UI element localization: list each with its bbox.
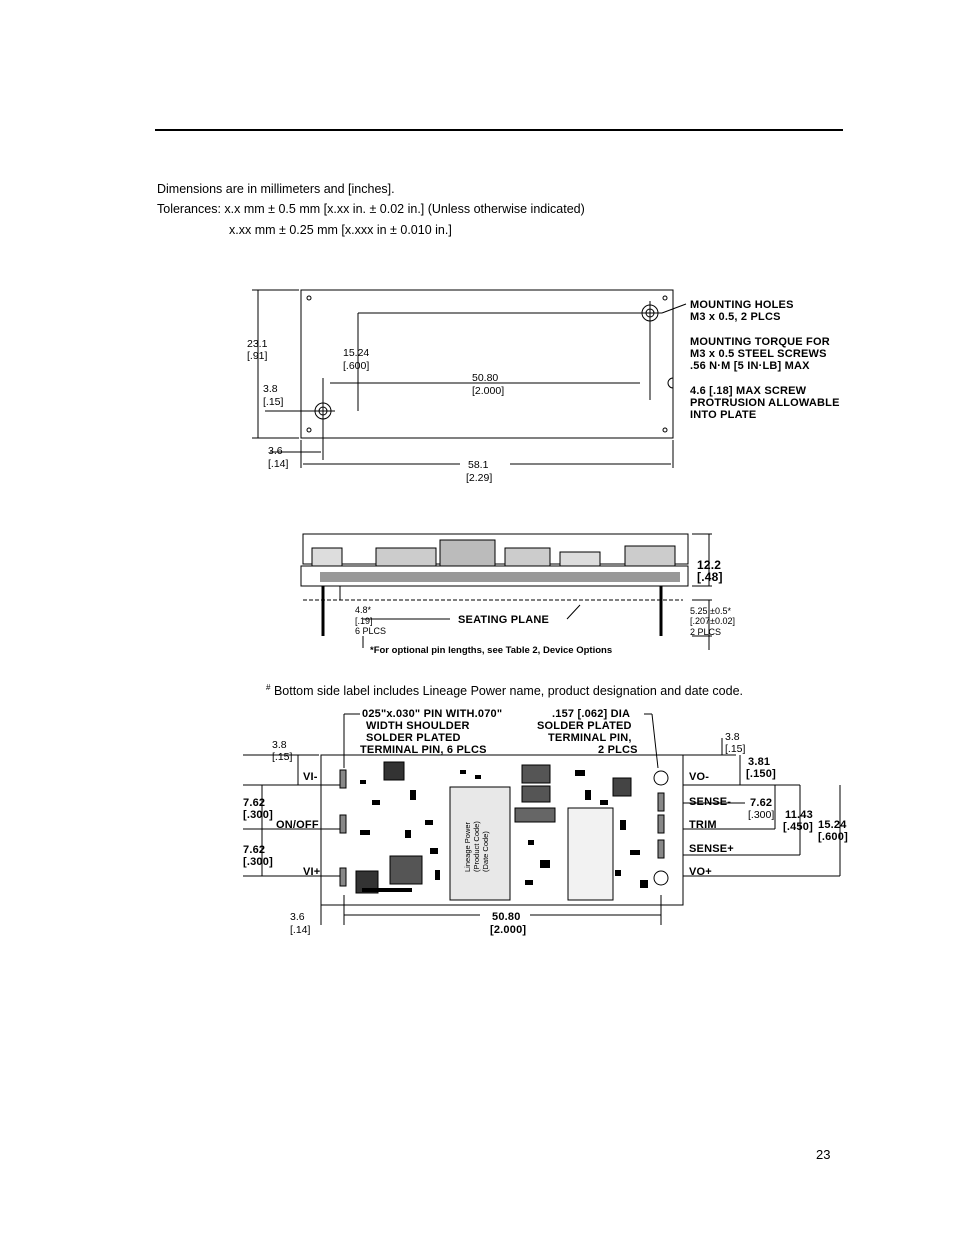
left-dim-3: 7.62 bbox=[243, 844, 265, 856]
pin-label-vo-plus: VO+ bbox=[689, 866, 712, 878]
pin-label-vi-plus: VI+ bbox=[303, 866, 320, 878]
bottom-label-note: # Bottom side label includes Lineage Pow… bbox=[266, 683, 743, 698]
dim-5-25: 5.25 ±0.5* bbox=[690, 606, 731, 616]
torque-note-line: .56 N·M [5 IN·LB] MAX bbox=[690, 360, 810, 372]
dim-3-8-in: [.15] bbox=[263, 396, 284, 408]
right-dim-5-in: [.600] bbox=[818, 831, 848, 843]
pin-icon bbox=[339, 867, 347, 887]
dim-15-24-in: [.600] bbox=[343, 360, 369, 372]
mount-note-line: MOUNTING HOLES bbox=[690, 299, 794, 311]
left-dim-2-in: [.300] bbox=[243, 809, 273, 821]
right-dim-1-in: [.15] bbox=[725, 743, 746, 755]
pin-icon bbox=[339, 814, 347, 834]
right-dim-3: 7.62 bbox=[750, 797, 772, 809]
pin-icon bbox=[657, 839, 665, 859]
torque-note-line: M3 x 0.5 STEEL SCREWS bbox=[690, 348, 827, 360]
label-line: (Product Code) bbox=[472, 821, 481, 872]
side-view-drawing bbox=[300, 533, 712, 650]
bottom-view-drawing bbox=[243, 713, 841, 925]
dim-4-8-in: [.19] bbox=[355, 616, 373, 626]
dim-12-2-in: [.48] bbox=[697, 570, 723, 584]
dim-3-6-in: [.14] bbox=[268, 458, 289, 470]
right-dim-3-in: [.300] bbox=[748, 809, 774, 821]
pin-note-left-line: TERMINAL PIN, 6 PLCS bbox=[360, 744, 487, 756]
label-line: Lineage Power bbox=[463, 821, 472, 872]
dim-5-25-plcs: 2 PLCS bbox=[690, 627, 721, 637]
dim-4-8-plcs: 6 PLCS bbox=[355, 626, 386, 636]
screw-note-line: PROTRUSION ALLOWABLE bbox=[690, 397, 840, 409]
pin-label-vi-minus: VI- bbox=[303, 771, 318, 783]
screw-note-line: INTO PLATE bbox=[690, 409, 756, 421]
product-label bbox=[449, 786, 511, 901]
dimensions-note: Dimensions are in millimeters and [inche… bbox=[157, 182, 395, 196]
left-dim-3-in: [.300] bbox=[243, 856, 273, 868]
bottom-dim-1: 3.6 bbox=[290, 911, 305, 923]
dim-50-80: 50.80 bbox=[472, 372, 498, 384]
dim-4-8: 4.8* bbox=[355, 605, 372, 615]
right-dim-5: 15.24 bbox=[818, 819, 847, 831]
header-rule bbox=[155, 129, 843, 131]
pin-note-left-line: SOLDER PLATED bbox=[366, 732, 461, 744]
bottom-dim-2-in: [2.000] bbox=[490, 924, 526, 936]
dim-3-6: 3.6 bbox=[268, 445, 283, 457]
dim-58-1: 58.1 bbox=[468, 459, 489, 471]
torque-note-line: MOUNTING TORQUE FOR bbox=[690, 336, 830, 348]
pin-note-left-line: 025"x.030" PIN WITH.070" bbox=[362, 708, 502, 720]
dim-5-25-in: [.207±0.02] bbox=[690, 616, 735, 626]
pin-label-on-off: ON/OFF bbox=[276, 819, 319, 831]
pin-icon bbox=[657, 814, 665, 834]
left-dim-2: 7.62 bbox=[243, 797, 265, 809]
pin-length-footnote: *For optional pin lengths, see Table 2, … bbox=[370, 645, 612, 656]
dim-58-1-in: [2.29] bbox=[466, 472, 492, 484]
pin-icon bbox=[653, 770, 669, 786]
dim-12-2: 12.2 bbox=[697, 558, 721, 572]
note-superscript: # bbox=[266, 683, 271, 692]
bottom-label-note-text: Bottom side label includes Lineage Power… bbox=[273, 684, 743, 699]
right-dim-1: 3.8 bbox=[725, 731, 740, 743]
top-view-drawing bbox=[252, 289, 687, 468]
right-dim-4: 11.43 bbox=[785, 809, 813, 821]
right-dim-2-in: [.150] bbox=[746, 768, 776, 780]
right-dim-4-in: [.450] bbox=[783, 821, 813, 833]
dim-3-8: 3.8 bbox=[263, 383, 278, 395]
left-dim-1: 3.8 bbox=[272, 739, 287, 751]
pin-note-left-line: WIDTH SHOULDER bbox=[366, 720, 470, 732]
left-dim-1-in: [.15] bbox=[272, 751, 293, 763]
seating-plane-label: SEATING PLANE bbox=[458, 614, 549, 626]
pin-label-vo-minus: VO- bbox=[689, 771, 709, 783]
pin-icon bbox=[657, 792, 665, 812]
dim-23-1-in: [.91] bbox=[247, 350, 268, 362]
mount-note-line: M3 x 0.5, 2 PLCS bbox=[690, 311, 781, 323]
screw-note-line: 4.6 [.18] MAX SCREW bbox=[690, 385, 807, 397]
bottom-dim-1-in: [.14] bbox=[290, 924, 311, 936]
bottom-dim-2: 50.80 bbox=[492, 911, 521, 923]
right-dim-2: 3.81 bbox=[748, 756, 770, 768]
pin-note-right-line: TERMINAL PIN, bbox=[548, 732, 632, 744]
pin-note-right-line: .157 [.062] DIA bbox=[552, 708, 630, 720]
dim-23-1: 23.1 bbox=[247, 338, 268, 350]
tolerances-note: Tolerances: x.x mm ± 0.5 mm [x.xx in. ± … bbox=[157, 202, 585, 216]
pin-label-sense-plus: SENSE+ bbox=[689, 843, 734, 855]
pin-icon bbox=[653, 870, 669, 886]
tolerances-note-2: x.xx mm ± 0.25 mm [x.xxx in ± 0.010 in.] bbox=[229, 223, 452, 237]
pin-note-right-line: SOLDER PLATED bbox=[537, 720, 632, 732]
pin-icon bbox=[339, 769, 347, 789]
pin-note-right-line: 2 PLCS bbox=[598, 744, 638, 756]
product-label-text: Lineage Power (Product Code) (Date Code) bbox=[463, 821, 490, 872]
mounting-hole-icon bbox=[638, 301, 662, 325]
dim-15-24: 15.24 bbox=[343, 347, 369, 359]
page-number: 23 bbox=[816, 1147, 831, 1162]
dim-50-80-in: [2.000] bbox=[472, 385, 504, 397]
pcb-bottom-outline bbox=[320, 754, 684, 906]
pin-label-sense-minus: SENSE- bbox=[689, 796, 731, 808]
label-line: (Date Code) bbox=[481, 831, 490, 872]
pin-label-trim: TRIM bbox=[689, 819, 717, 831]
